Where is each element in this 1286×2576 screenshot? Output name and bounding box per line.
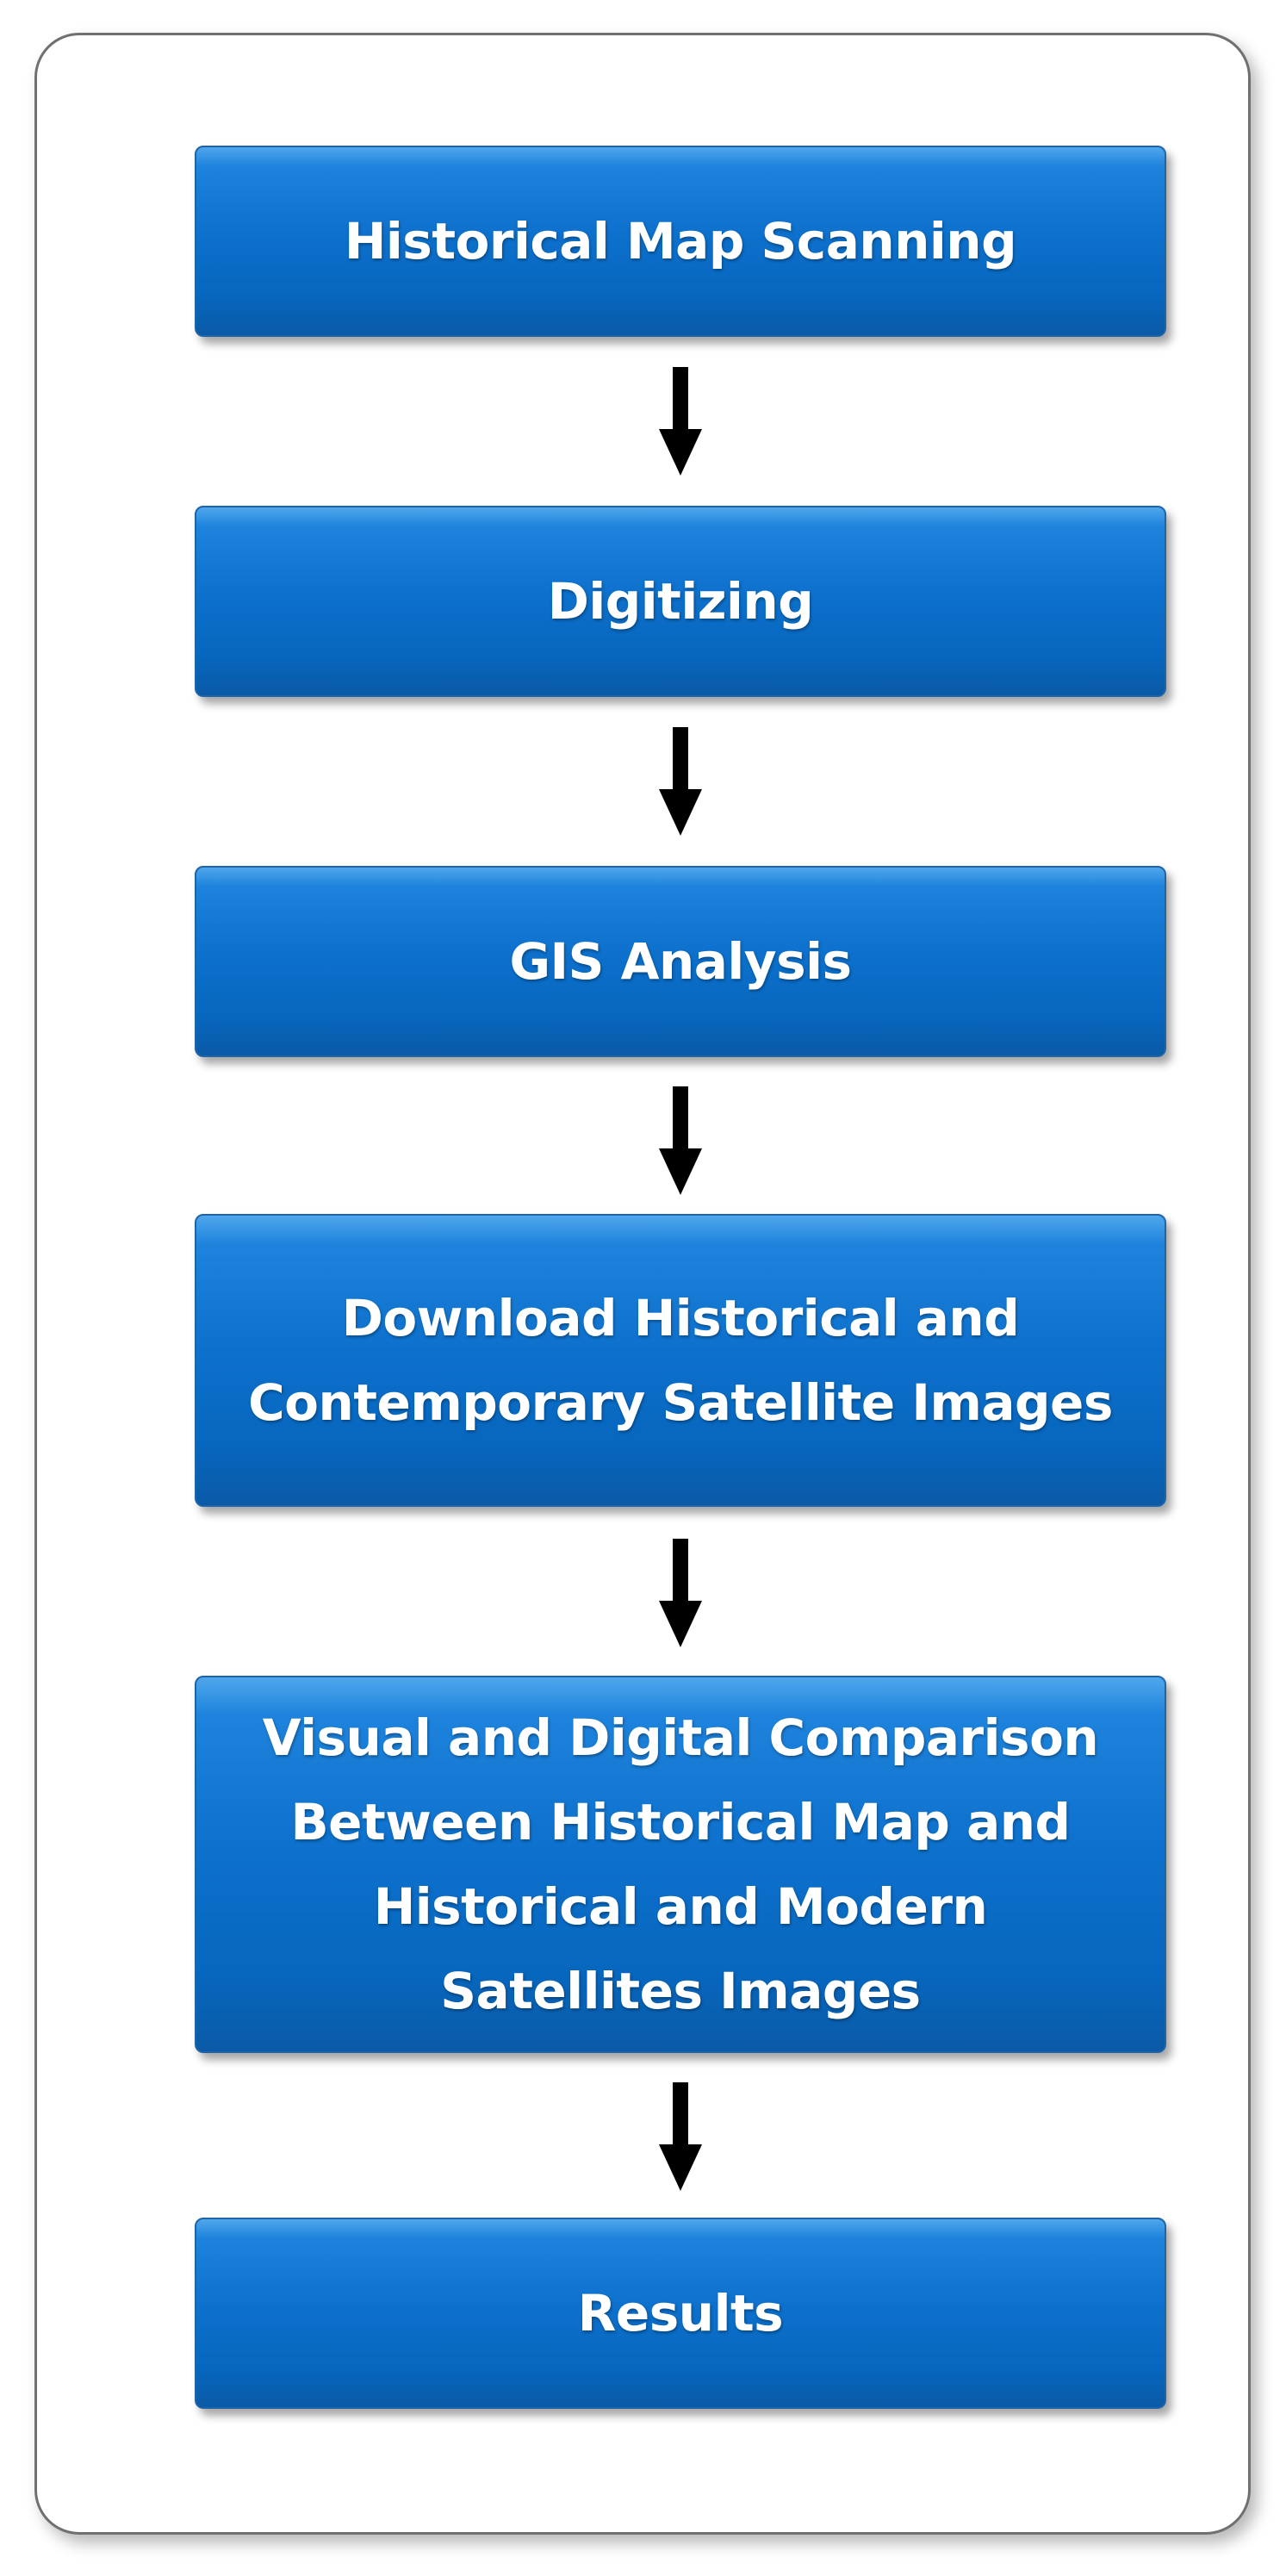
step-gis-analysis: GIS Analysis — [195, 866, 1166, 1057]
step-visual-digital-comparison: Visual and Digital Comparison Between Hi… — [195, 1676, 1166, 2053]
step-results: Results — [195, 2218, 1166, 2409]
step-digitizing: Digitizing — [195, 506, 1166, 697]
step-label-line: Visual and Digital Comparison — [262, 1708, 1099, 1767]
step-label: GIS Analysis — [509, 932, 852, 991]
step-label: Results — [577, 2284, 784, 2343]
arrow-down-icon — [659, 1086, 702, 1195]
flowchart-frame: Historical Map Scanning Digitizing GIS A… — [34, 33, 1251, 2535]
arrow-down-icon — [659, 367, 702, 476]
step-historical-map-scanning: Historical Map Scanning — [195, 146, 1166, 337]
step-label-line: Historical and Modern — [373, 1877, 988, 1936]
arrow-down-icon — [659, 727, 702, 836]
step-label: Historical Map Scanning — [344, 212, 1017, 271]
step-label-line: Contemporary Satellite Images — [248, 1373, 1113, 1432]
step-download-satellite-images: Download Historical and Contemporary Sat… — [195, 1214, 1166, 1507]
arrow-down-icon — [659, 2082, 702, 2191]
step-label: Digitizing — [547, 572, 814, 631]
step-label-line: Between Historical Map and — [290, 1793, 1071, 1851]
step-label-line: Satellites Images — [440, 1962, 921, 2020]
step-label-line: Download Historical and — [341, 1289, 1020, 1347]
arrow-down-icon — [659, 1539, 702, 1647]
